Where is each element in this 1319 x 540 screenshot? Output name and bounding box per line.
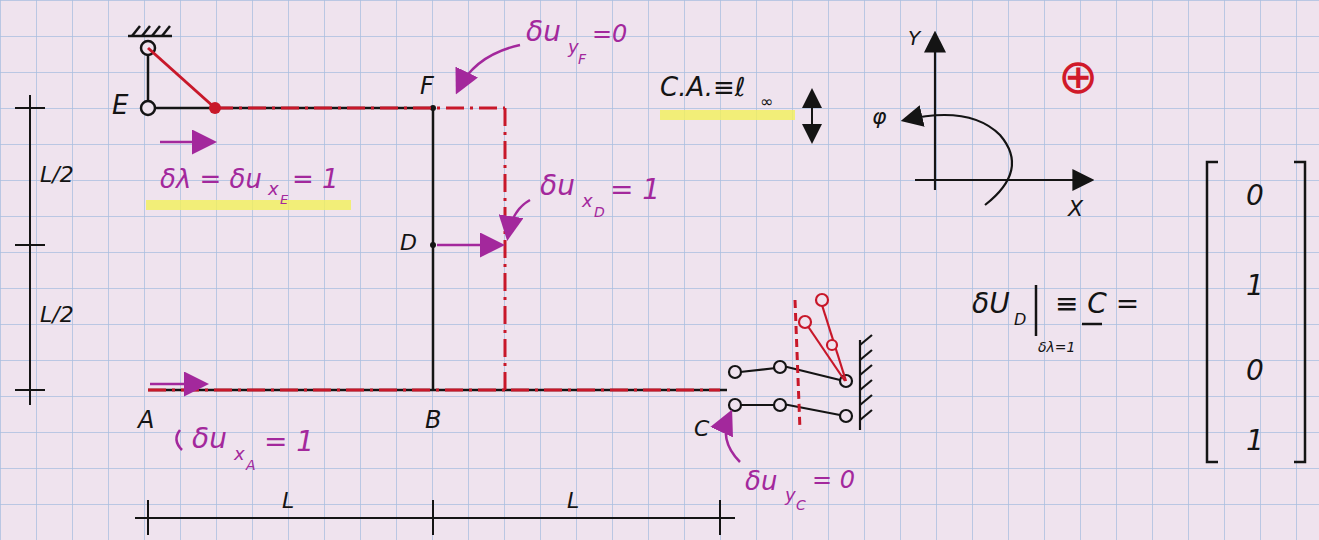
point-name: F xyxy=(420,74,434,98)
displacement-label: A xyxy=(246,458,256,472)
displacement-label: E xyxy=(280,193,288,206)
matrix-entry: 0 xyxy=(1246,182,1264,210)
axis-label: φ xyxy=(872,106,887,128)
displacement-label: = 1 xyxy=(292,166,339,192)
displacement-label: δu xyxy=(540,172,575,200)
displacement-label: x xyxy=(268,180,279,198)
displacement-label: = 1 xyxy=(264,428,314,456)
point-name: E xyxy=(112,92,128,118)
matrix-entry: 0 xyxy=(1246,357,1264,385)
point-name: D xyxy=(400,232,417,254)
sign-symbol: ⊕ xyxy=(1058,52,1098,100)
vector-label: δλ=1 xyxy=(1038,340,1076,354)
constraint-label: F xyxy=(578,52,586,66)
displacement-label: x xyxy=(582,192,593,210)
displacement-label: x xyxy=(234,445,245,463)
vector-label: D xyxy=(1014,312,1026,328)
point-name: C xyxy=(694,418,709,440)
center-label: ∞ xyxy=(760,94,773,110)
vector-label: ≡ C = xyxy=(1055,290,1139,318)
displacement-label: D xyxy=(594,205,605,219)
constraint-label: C xyxy=(796,498,806,512)
constraint-label: y xyxy=(785,486,796,504)
axis-label: Y xyxy=(908,28,920,48)
constraint-label: δu xyxy=(526,18,561,46)
displacement-label: δλ = δu xyxy=(160,166,262,192)
center-label: C.A.≡ℓ xyxy=(660,74,745,100)
point-name: B xyxy=(425,408,441,432)
dimension: L/2 xyxy=(40,304,74,326)
vector-label: δU xyxy=(972,290,1010,318)
axis-label: X xyxy=(1068,198,1083,220)
constraint-label: =0 xyxy=(592,22,627,46)
displacement-label: = 1 xyxy=(610,176,660,204)
dimension: L/2 xyxy=(40,164,74,186)
displacement-label: δu xyxy=(192,425,227,453)
dimension: L xyxy=(567,490,579,512)
constraint-label: y xyxy=(568,38,579,56)
matrix-entry: 1 xyxy=(1246,427,1264,455)
matrix-entry: 1 xyxy=(1246,272,1264,300)
dimension: L xyxy=(282,490,294,512)
constraint-label: δu xyxy=(745,468,777,494)
point-name: A xyxy=(138,408,154,432)
constraint-label: = 0 xyxy=(812,468,855,492)
